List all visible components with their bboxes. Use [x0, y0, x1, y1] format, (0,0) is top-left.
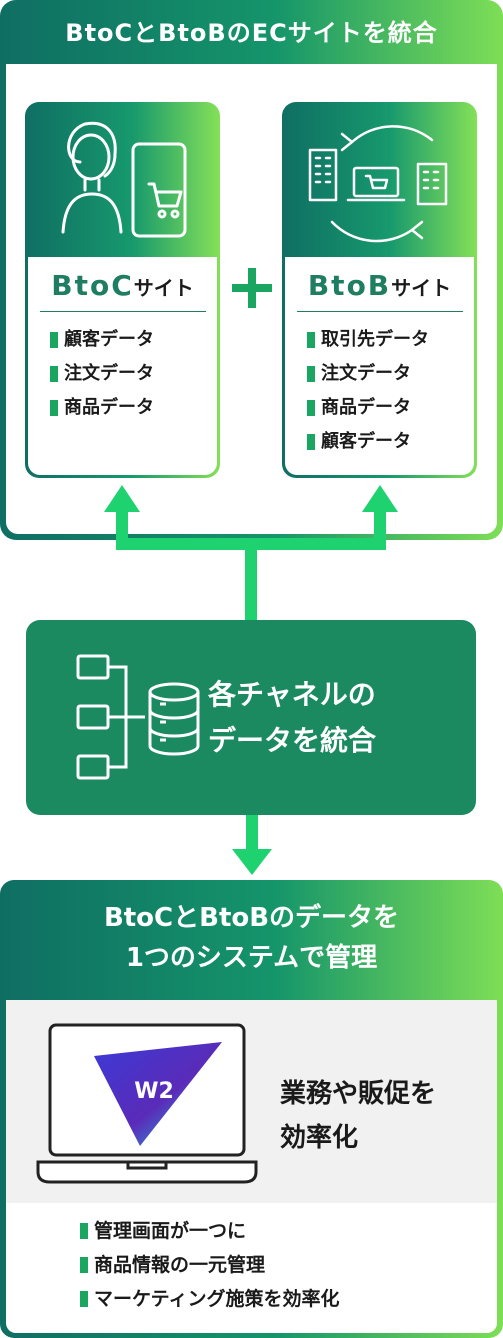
person-smartphone-icon	[61, 121, 187, 238]
btob-title: BtoBサイト	[307, 269, 452, 302]
top-title: BtoCとBtoBのECサイトを統合	[65, 19, 438, 47]
list-item: 管理画面が一つに	[80, 1214, 339, 1248]
list-item: 商品データ	[50, 391, 154, 425]
list-item: 注文データ	[50, 357, 154, 391]
list-item: 顧客データ	[307, 425, 429, 459]
btob-list: 取引先データ 注文データ 商品データ 顧客データ	[307, 323, 429, 459]
merge-arrows	[104, 485, 398, 624]
btoc-list: 顧客データ 注文データ 商品データ	[50, 323, 154, 425]
w2-logo-text: W2	[134, 1079, 174, 1104]
btoc-card: BtoCサイト 顧客データ 注文データ 商品データ	[25, 102, 220, 478]
data-merge-icon	[76, 654, 200, 780]
bottom-list: 管理画面が一つに 商品情報の一元管理 マーケティング施策を効率化	[80, 1214, 339, 1316]
list-item: 注文データ	[307, 357, 429, 391]
list-item: 商品情報の一元管理	[80, 1248, 339, 1282]
btob-card: BtoBサイト 取引先データ 注文データ 商品データ 顧客データ	[282, 102, 477, 478]
efficiency-text: 業務や販促を 効率化	[280, 1079, 437, 1153]
business-cycle-icon	[308, 125, 448, 243]
w2-logo	[94, 1042, 222, 1146]
btoc-title: BtoCサイト	[51, 269, 194, 302]
btoc-divider	[40, 311, 206, 312]
list-item: 顧客データ	[50, 323, 154, 357]
laptop-icon: W2	[36, 1023, 258, 1184]
integration-box	[26, 620, 476, 815]
btob-card-body: BtoBサイト 取引先データ 注文データ 商品データ 顧客データ	[285, 257, 474, 475]
list-item: 取引先データ	[307, 323, 429, 357]
bottom-title: BtoCとBtoBのデータを 1つのシステムで管理	[103, 903, 400, 973]
btob-divider	[297, 311, 463, 312]
btoc-card-body: BtoCサイト 顧客データ 注文データ 商品データ	[28, 257, 217, 475]
integration-text: 各チャネルの データを統合	[208, 678, 377, 757]
list-item: マーケティング施策を効率化	[80, 1282, 339, 1316]
list-item: 商品データ	[307, 391, 429, 425]
down-arrow	[232, 815, 272, 875]
plus-icon	[232, 268, 272, 308]
